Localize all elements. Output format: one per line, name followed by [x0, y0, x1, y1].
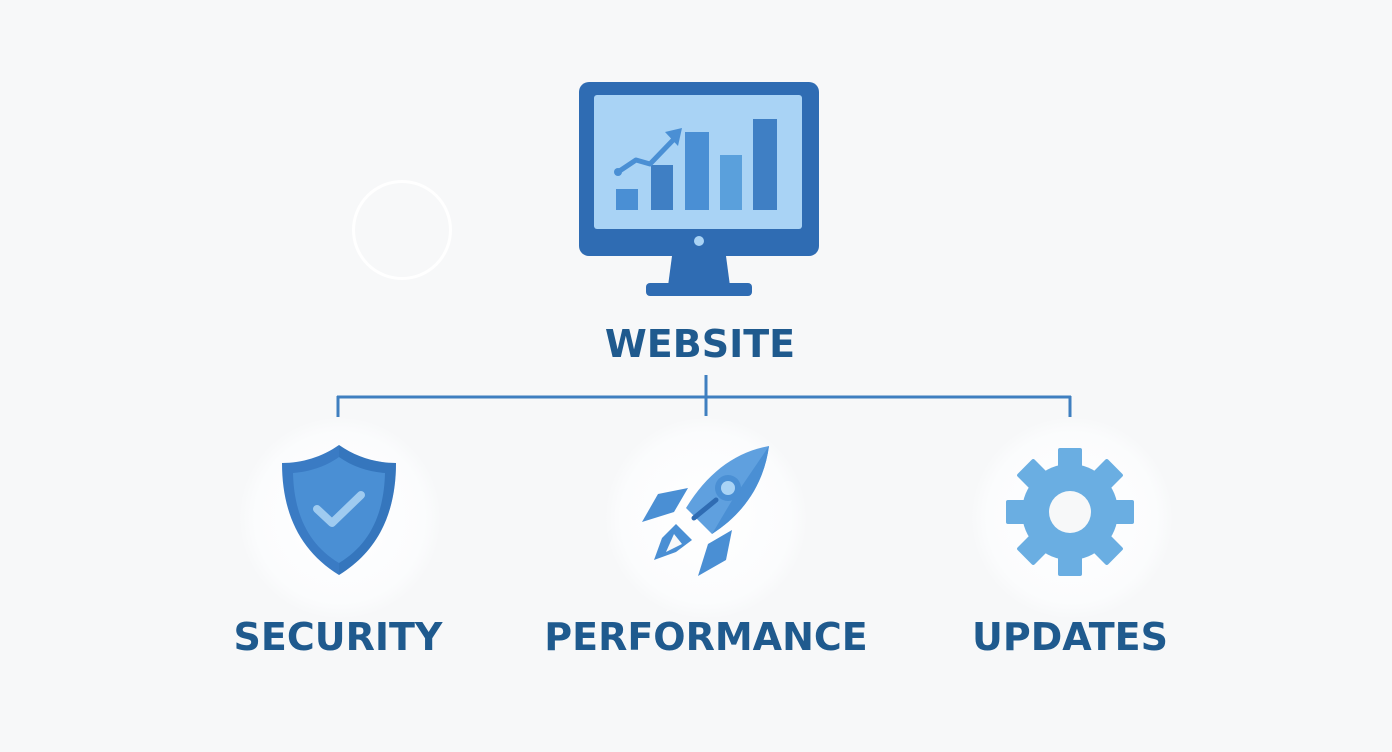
shield-check-icon [282, 445, 396, 575]
security-label: SECURITY [233, 615, 443, 659]
performance-label: PERFORMANCE [544, 615, 868, 659]
updates-label: UPDATES [972, 615, 1168, 659]
gear-icon [1006, 448, 1134, 576]
monitor-chart-icon [579, 82, 819, 296]
rocket-icon [642, 446, 769, 576]
root-label: WEBSITE [604, 322, 796, 366]
decorative-ring [352, 180, 452, 280]
